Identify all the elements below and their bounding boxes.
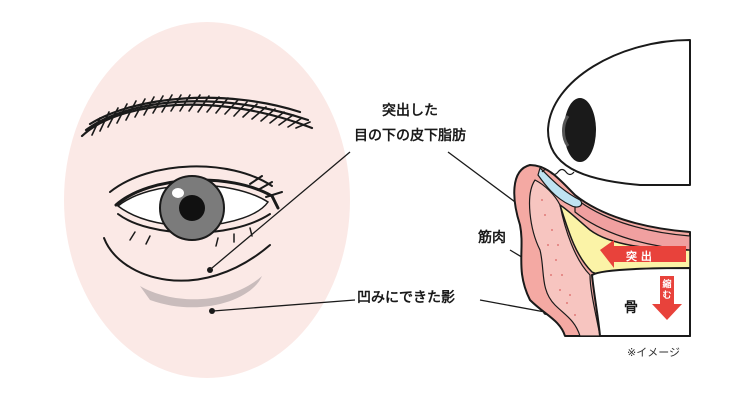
- protrude-arrow-label: 突 出: [626, 250, 652, 263]
- fat-label-line2: 目の下の皮下脂肪: [354, 128, 466, 144]
- hollow-shadow-label: 凹みにできた影: [357, 290, 455, 306]
- bone-label: 骨: [624, 300, 638, 316]
- muscle-label: 筋肉: [478, 230, 506, 246]
- illustration-note: ※イメージ: [627, 346, 680, 359]
- eye-drawing: [109, 165, 283, 247]
- shrink-arrow-label-2: む: [662, 291, 672, 301]
- fat-label-line1: 突出した: [382, 103, 438, 119]
- shrink-arrow-label-1: 縮: [662, 280, 672, 290]
- under-eye-bag: [103, 237, 271, 308]
- eyebrow-drawing: [80, 94, 314, 138]
- cross-section-diagram: [513, 39, 691, 337]
